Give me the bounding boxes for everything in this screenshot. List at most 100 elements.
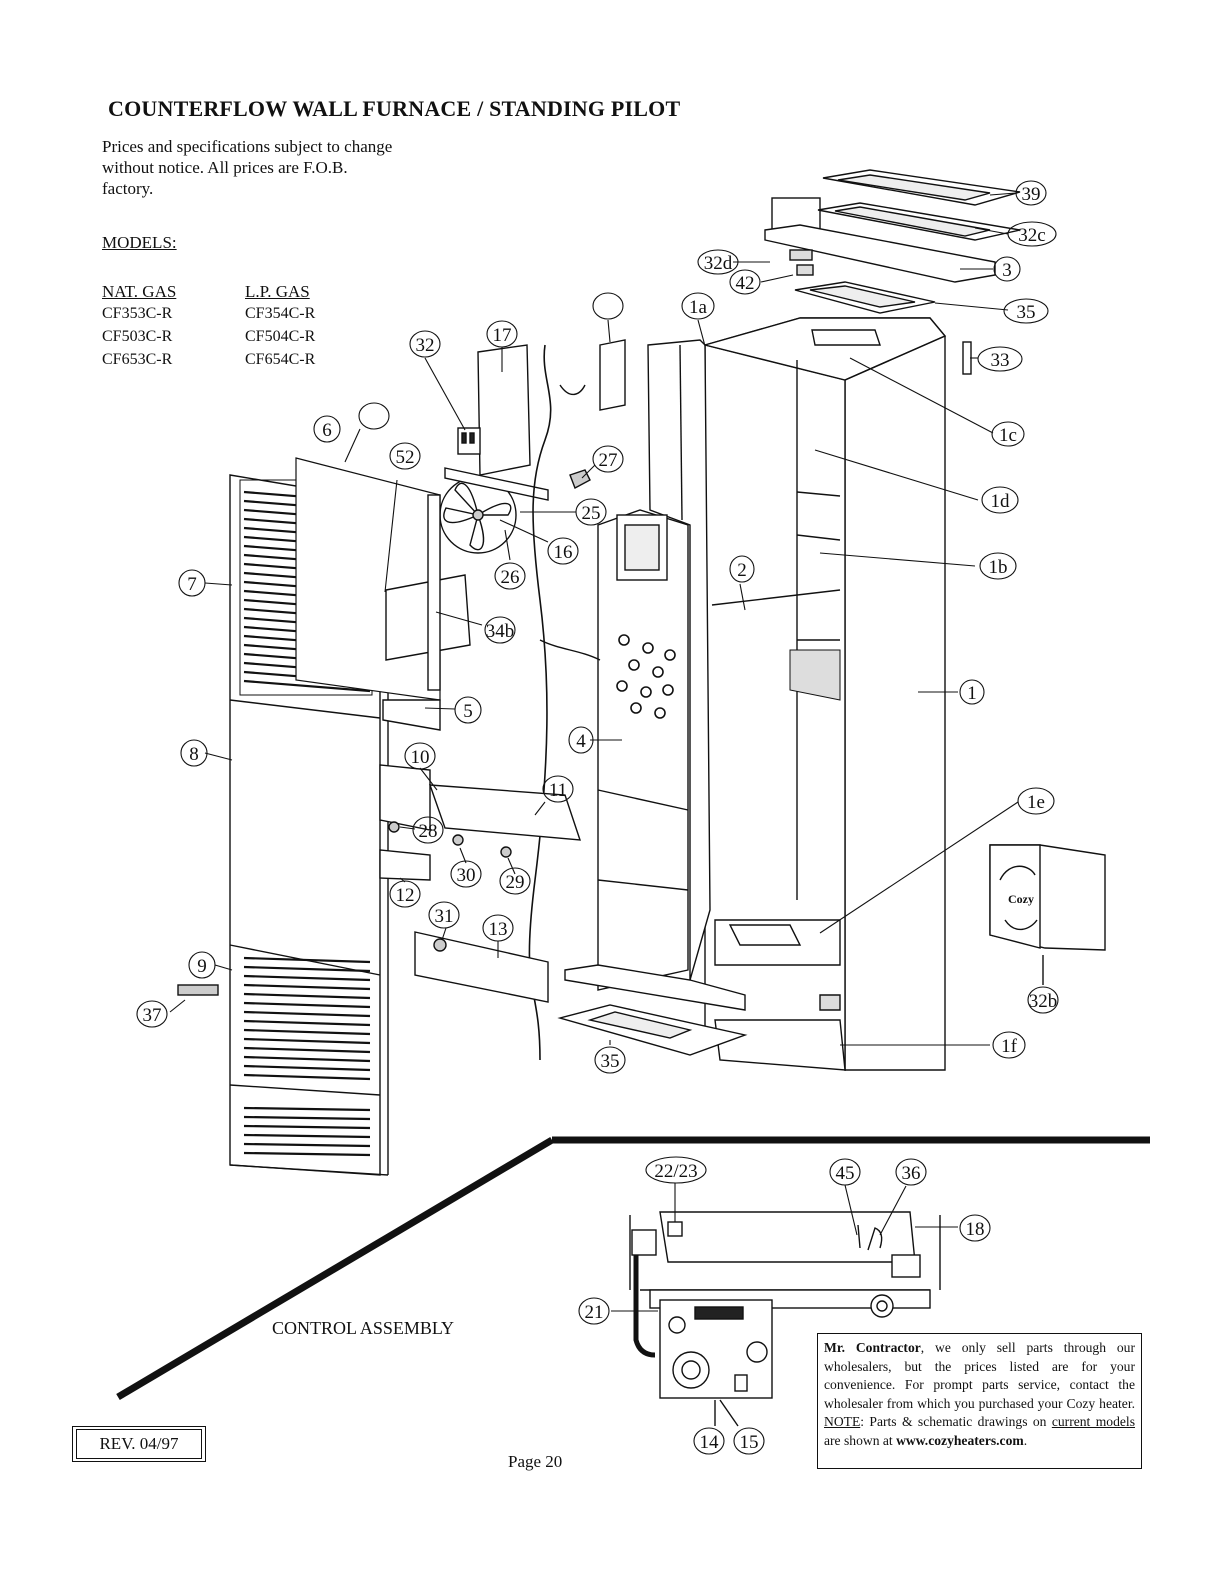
svg-text:8: 8 [189, 744, 199, 765]
callout-15: 17 [486, 320, 518, 348]
svg-text:5: 5 [463, 701, 473, 722]
louver-slat [243, 1142, 371, 1148]
louver-slat [243, 1028, 371, 1036]
svg-text:2: 2 [737, 560, 747, 581]
callout-35: 35 [594, 1046, 626, 1074]
contractor-note: Mr. Contractor, we only sell parts throu… [817, 1333, 1142, 1469]
svg-text:1b: 1b [989, 557, 1008, 578]
callout-21: 21 [578, 1297, 610, 1325]
svg-text:35: 35 [1017, 302, 1036, 323]
callout-17: 14 [693, 1427, 725, 1455]
note-text: , we only sell parts through our wholesa… [824, 1340, 1135, 1411]
website-link[interactable]: www.cozyheaters.com [896, 1432, 1024, 1448]
svg-text:11: 11 [549, 780, 567, 801]
inner-panels [295, 457, 582, 1003]
base-pan [557, 1004, 748, 1056]
svg-text:15: 15 [740, 1432, 759, 1453]
callout-3: 3 [993, 256, 1021, 282]
cabinet-part [702, 317, 947, 1071]
callout-1d: 1d [981, 486, 1019, 514]
callout-33: 39 [1015, 180, 1047, 206]
callout-14: 16 [547, 537, 579, 565]
callout-25: 26 [494, 562, 526, 590]
louver-slat [243, 1115, 371, 1121]
callout-1e: 1e [1017, 787, 1055, 815]
louver-slat [243, 1046, 371, 1054]
svg-text:12: 12 [396, 885, 415, 906]
burner-holes [616, 634, 676, 719]
callout-42: 45 [829, 1158, 861, 1186]
models-heading: MODELS: [102, 233, 177, 252]
callout-30: 31 [428, 901, 460, 929]
heat-exchanger-part [564, 339, 746, 1011]
louver-slat [243, 1010, 371, 1018]
note-lead: Mr. Contractor [824, 1340, 921, 1355]
model-number: CF653C-R [102, 351, 173, 368]
model-number: CF654C-R [245, 351, 316, 368]
svg-text:33: 33 [991, 350, 1010, 371]
svg-text:22/23: 22/23 [654, 1161, 697, 1182]
callout-27: 28 [412, 816, 444, 844]
callout-32: 32 [409, 330, 441, 358]
svg-text:13: 13 [489, 919, 508, 940]
svg-text:32c: 32c [1018, 225, 1045, 246]
louver-slat [243, 1124, 371, 1130]
svg-text:16: 16 [554, 542, 573, 563]
svg-text:4: 4 [576, 731, 586, 752]
nat-gas-column: NAT. GAS CF353C-R CF503C-R CF653C-R [102, 282, 176, 371]
svg-text:45: 45 [836, 1163, 855, 1184]
svg-text:34b: 34b [486, 621, 515, 642]
svg-text:31: 31 [435, 906, 454, 927]
callout-1c: 1c [991, 421, 1025, 447]
svg-text:42: 42 [736, 273, 755, 294]
callout-1: 1 [959, 679, 985, 705]
svg-text:9: 9 [197, 956, 207, 977]
callout-18: 15 [733, 1427, 765, 1455]
callout-37: 37 [136, 1000, 168, 1028]
callout-32b: 32c [1007, 221, 1057, 247]
callout-8: 8 [180, 739, 208, 767]
louver-slat [243, 1133, 371, 1139]
svg-text:3: 3 [1002, 260, 1012, 281]
top-panels [764, 169, 1021, 375]
blower-assembly [439, 467, 591, 554]
callout-34b: 35 [1003, 298, 1049, 324]
svg-text:1d: 1d [991, 491, 1011, 512]
callout-32d: 33 [977, 346, 1023, 372]
callout-13: 13 [482, 914, 514, 942]
model-number: CF353C-R [102, 305, 173, 322]
section-divider [116, 1136, 1150, 1401]
svg-text:39: 39 [1022, 184, 1041, 205]
svg-text:35: 35 [601, 1051, 620, 1072]
control-assembly-label: CONTROL ASSEMBLY [272, 1318, 455, 1338]
callout-6: 6 [313, 415, 341, 443]
svg-text:1a: 1a [689, 297, 708, 318]
louver-slat [243, 965, 371, 973]
svg-text:1c: 1c [999, 425, 1017, 446]
svg-text:30: 30 [457, 865, 476, 886]
louver-slat [243, 1055, 371, 1063]
callout-22-23: 22/23 [645, 1156, 707, 1184]
svg-text:37: 37 [143, 1005, 162, 1026]
louver-slat [243, 992, 371, 1000]
callout-32c: 32d [697, 249, 739, 275]
page-title: COUNTERFLOW WALL FURNACE / STANDING PILO… [108, 96, 681, 121]
svg-text:1: 1 [967, 683, 977, 704]
revision-box: REV. 04/97 [72, 1426, 206, 1462]
callout-9: 9 [188, 951, 216, 979]
louver-slat [243, 1064, 371, 1072]
current-models-link[interactable]: current models [1051, 1414, 1135, 1430]
callout-1f: 1f [992, 1031, 1026, 1059]
svg-text:21: 21 [585, 1302, 604, 1323]
svg-text:27: 27 [599, 450, 618, 471]
callout-31: 32b [1027, 986, 1059, 1014]
page-number: Page 20 [508, 1452, 563, 1471]
note-label: NOTE [824, 1414, 861, 1430]
svg-text:14: 14 [700, 1432, 720, 1453]
callout-2: 2 [729, 555, 755, 583]
callout-26: 27 [592, 445, 624, 473]
model-number: CF354C-R [245, 305, 316, 322]
price-notice: Prices and specifications subject to cha… [102, 137, 393, 198]
louver-slat [243, 1019, 371, 1027]
